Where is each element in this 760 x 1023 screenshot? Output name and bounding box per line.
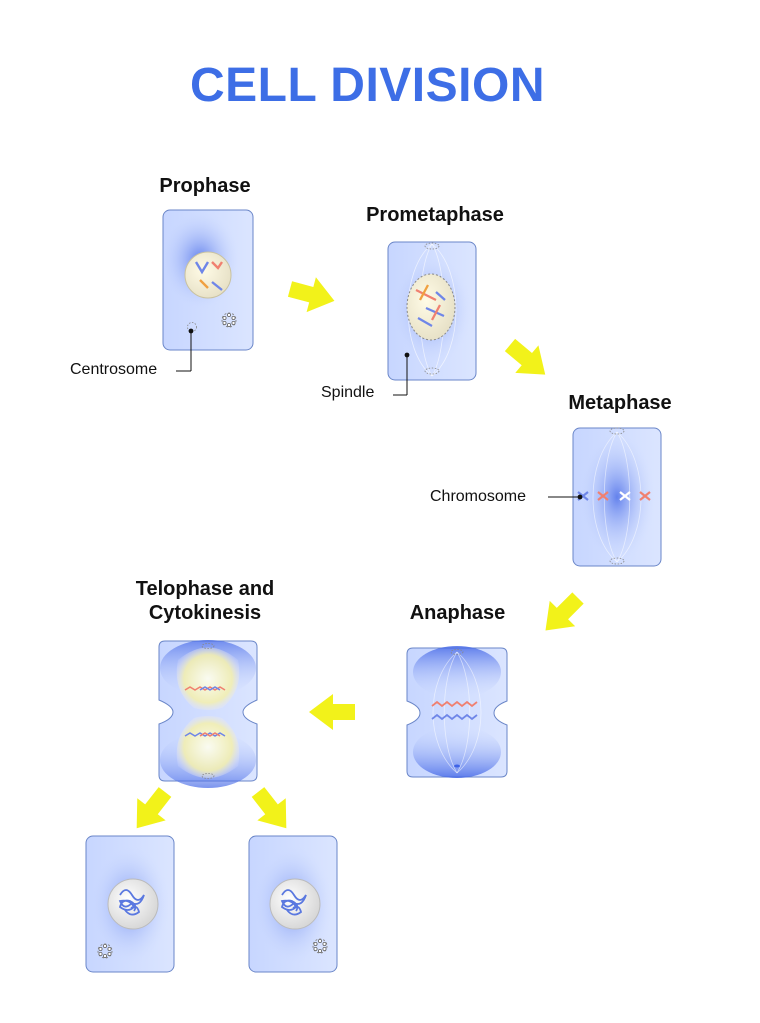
- anaphase-cell: [406, 646, 508, 778]
- prophase-title: Prophase: [159, 175, 251, 197]
- telophase-title: Telophase and Cytokinesis: [105, 577, 305, 625]
- telophase-title-line2: Cytokinesis: [148, 602, 262, 624]
- yellow-arrow-icon: [309, 694, 355, 730]
- prophase-cell: [160, 209, 254, 351]
- centrosome-label: Centrosome: [70, 361, 158, 378]
- daughter-cell-right: [248, 835, 338, 973]
- daughter-cell-left: [85, 835, 175, 973]
- yellow-arrow-icon: [285, 271, 340, 319]
- anaphase-title: Anaphase: [409, 602, 506, 624]
- metaphase-title: Metaphase: [568, 392, 672, 414]
- yellow-arrow-icon: [532, 585, 591, 644]
- telophase-cell: [158, 640, 258, 788]
- yellow-arrow-icon: [243, 780, 301, 840]
- chromosome-label: Chromosome: [430, 488, 527, 505]
- nucleus-icon: [184, 251, 232, 299]
- spindle-label: Spindle: [321, 384, 375, 401]
- prometaphase-cell: [387, 241, 477, 381]
- telophase-title-line1: Telophase and: [135, 578, 275, 600]
- diagram-title: CELL DIVISION: [190, 59, 545, 112]
- yellow-arrow-icon: [122, 780, 180, 840]
- yellow-arrow-icon: [498, 331, 557, 389]
- metaphase-cell: [572, 427, 662, 567]
- prometaphase-title: Prometaphase: [366, 204, 504, 226]
